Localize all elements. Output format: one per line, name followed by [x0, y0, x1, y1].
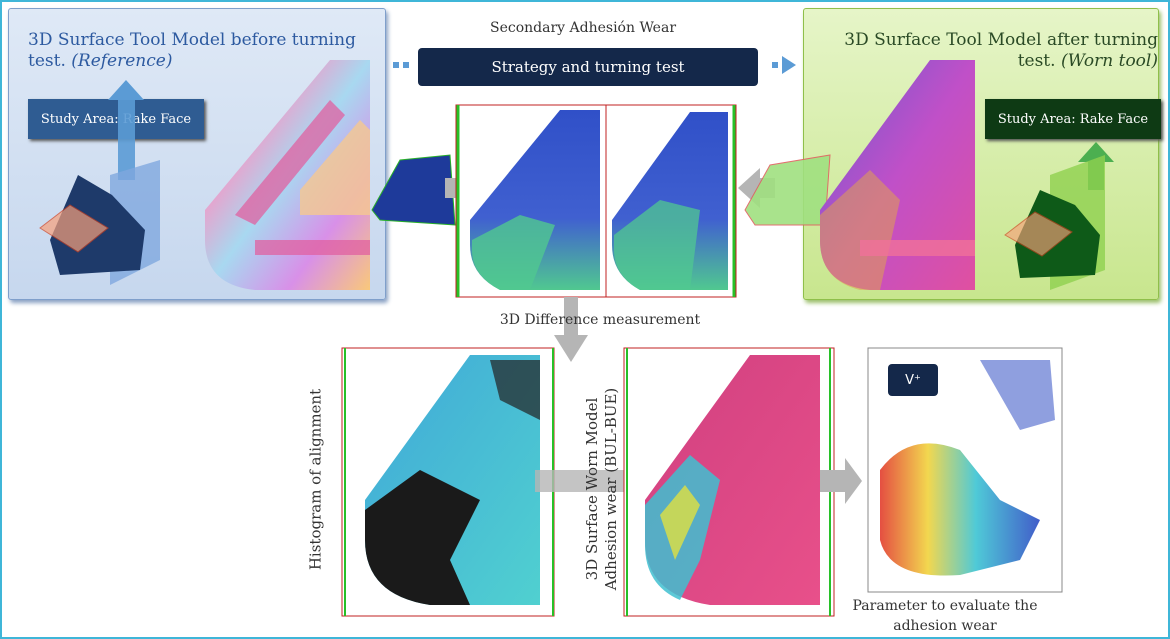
small-reference-tool	[371, 154, 456, 226]
worn-panel-title: 3D Surface Tool Model after turning test…	[844, 30, 1158, 71]
dash-arrow-left	[393, 62, 409, 68]
center-scan-left	[455, 104, 607, 298]
histogram-caption: Histogram of alignment	[306, 388, 325, 571]
worn-surface-scan	[820, 60, 975, 290]
difference-measurement-caption: 3D Difference measurement	[499, 312, 701, 328]
v-plus-badge: V⁺	[888, 364, 938, 396]
reference-tool-model-icon	[39, 80, 160, 285]
arrow-down-difference	[554, 297, 588, 362]
dash-arrow-right	[772, 56, 796, 74]
worn-model-scan	[623, 347, 835, 617]
worn-study-area-label: Study Area: Rake Face	[985, 99, 1161, 139]
worn-model-caption: 3D Surface Worn Model Adhesion wear (BUL…	[583, 379, 621, 599]
secondary-wear-label: Secondary Adhesión Wear	[489, 20, 677, 36]
worn-model-caption-line2: Adhesion wear (BUL-BUE)	[602, 387, 620, 591]
reference-panel-title: 3D Surface Tool Model before turning tes…	[28, 30, 356, 71]
reference-study-area-label: Study Area: Rake Face	[28, 99, 204, 139]
center-scan-right	[605, 104, 737, 298]
worn-model-caption-line1: 3D Surface Worn Model	[583, 397, 601, 581]
arrow-worn-to-parameter	[820, 458, 862, 504]
small-worn-tool	[744, 154, 831, 226]
worn-tool-model-icon	[1004, 142, 1114, 290]
arrow-histogram-to-worn	[535, 470, 625, 492]
histogram-alignment-scan	[341, 347, 555, 617]
parameter-caption: Parameter to evaluate the adhesion wear	[852, 598, 1038, 634]
strategy-box: Strategy and turning test	[418, 48, 758, 86]
reference-surface-scan	[205, 60, 370, 290]
